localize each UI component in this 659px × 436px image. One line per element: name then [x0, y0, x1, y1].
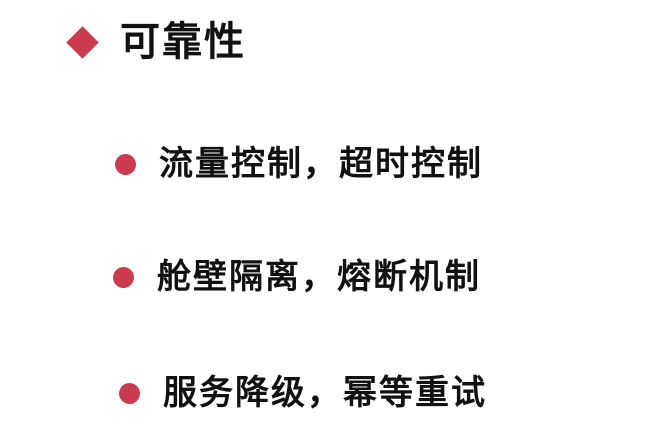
bullet-text: 流量控制，超时控制 [159, 144, 483, 184]
bullet-item: 服务降级，幂等重试 [119, 373, 487, 413]
bullet-item: 流量控制，超时控制 [115, 144, 483, 184]
slide-title-row: 可靠性 [64, 20, 246, 64]
circle-bullet-icon [119, 382, 140, 404]
circle-bullet-icon [115, 153, 136, 175]
circle-bullet-icon [113, 266, 134, 288]
bullet-item: 舱壁隔离，熔断机制 [113, 257, 481, 297]
bullet-text: 舱壁隔离，熔断机制 [157, 257, 481, 297]
diamond-bullet-icon [66, 25, 99, 59]
slide-title: 可靠性 [120, 19, 246, 65]
bullet-text: 服务降级，幂等重试 [163, 373, 487, 413]
